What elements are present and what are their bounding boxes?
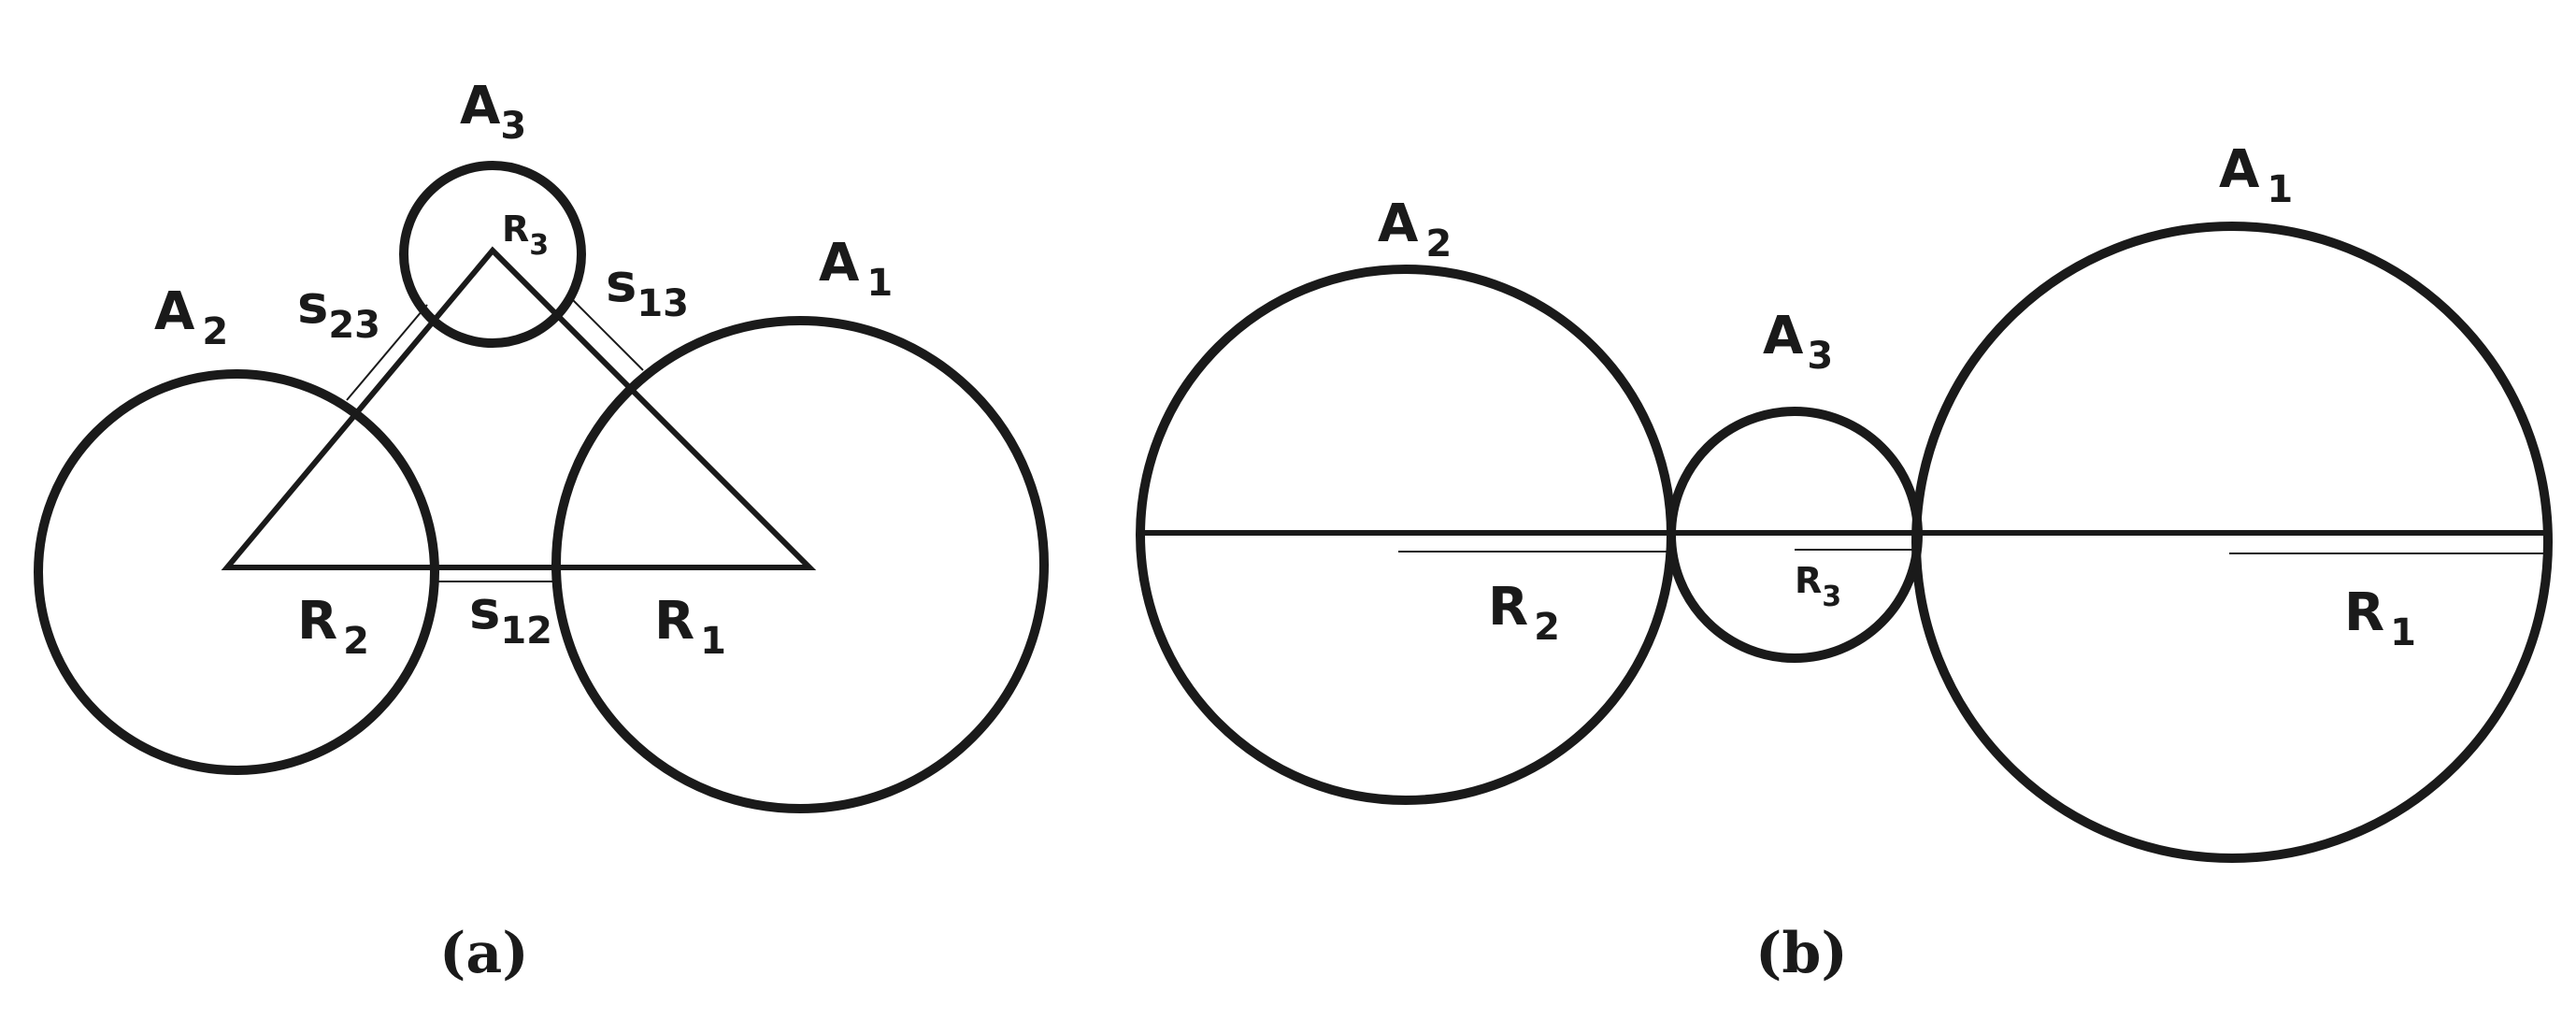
circle-a3 <box>399 161 586 348</box>
gap-s13-line <box>569 296 644 371</box>
gap-s23-line <box>346 304 428 401</box>
label-s13: s13 <box>606 253 689 325</box>
caption-b: (b) <box>1755 921 1848 986</box>
caption-a: (a) <box>439 921 529 986</box>
circle-b1 <box>1911 222 2553 863</box>
label-r3: R3 <box>502 208 549 262</box>
label-a3: A3 <box>460 76 526 148</box>
label-s23: s23 <box>297 275 380 347</box>
label-b-r3: R3 <box>1795 560 1841 613</box>
triangle <box>221 246 817 570</box>
circle-a2 <box>34 369 439 775</box>
label-s12: s12 <box>469 581 552 653</box>
